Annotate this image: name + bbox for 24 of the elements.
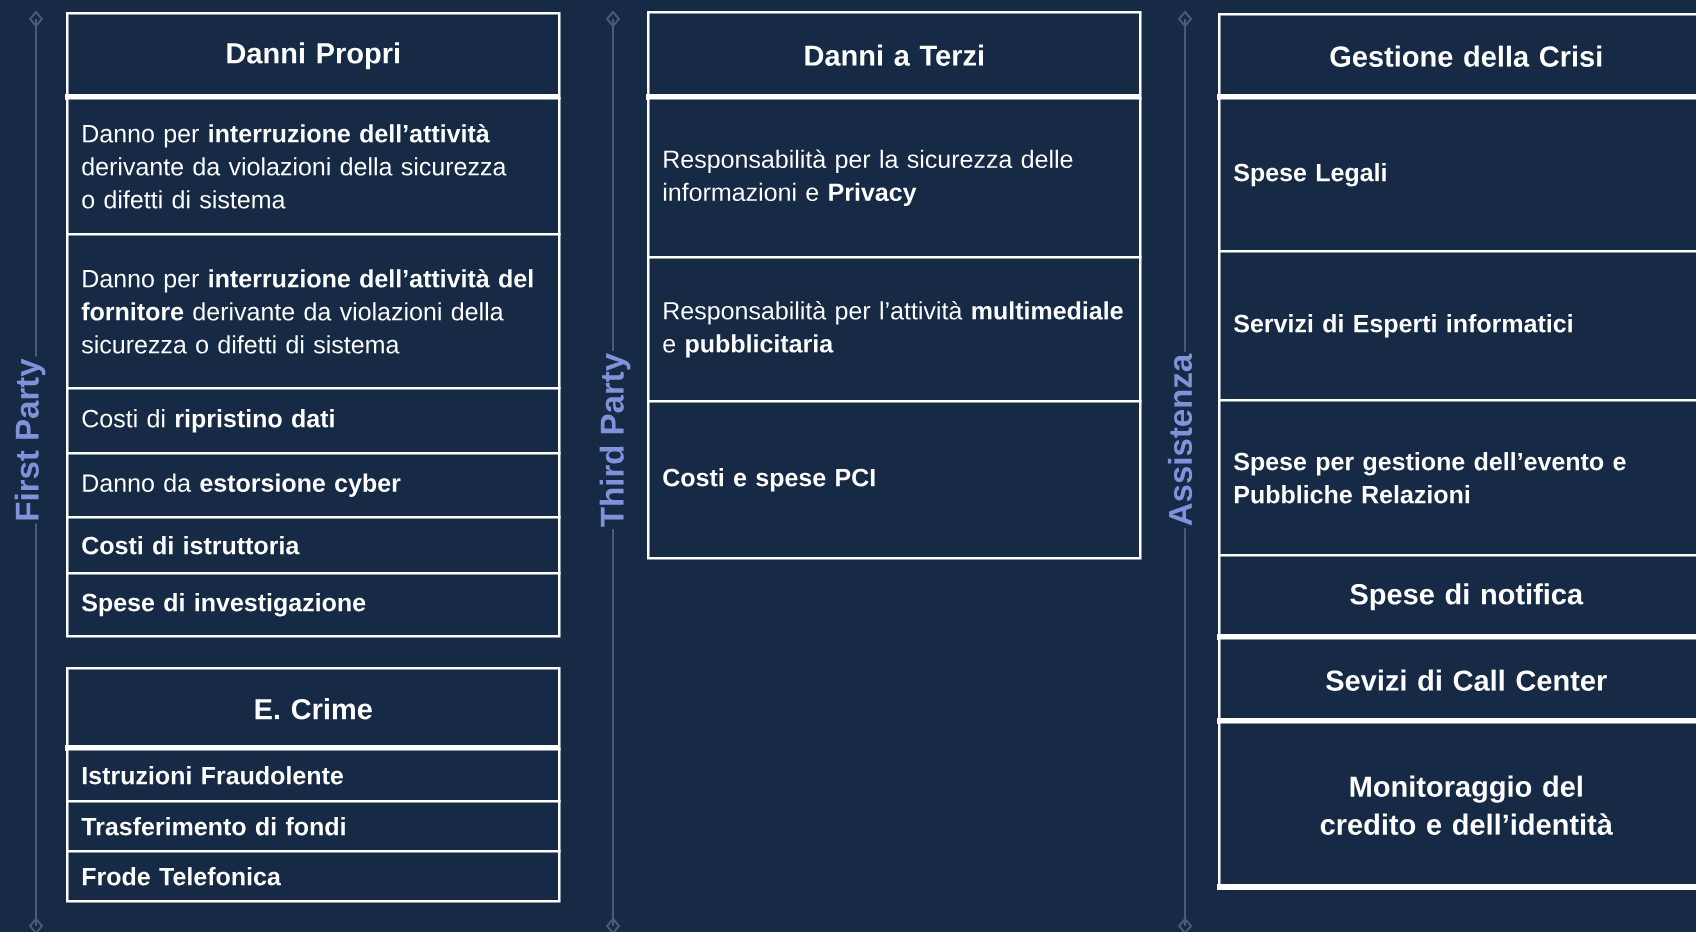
table-cell: Sevizi di Call Center xyxy=(1218,637,1696,724)
table-cell: Costi di istruttoria xyxy=(66,516,561,575)
table-cell: Spese per gestione dell’evento e Pubbliche Relazioni xyxy=(1218,399,1696,557)
side-label: First Party xyxy=(12,356,48,524)
table-cell: Responsabilità per l’attività multimediale e pubblicitaria xyxy=(647,256,1142,403)
table-cell: Costi di ripristino dati xyxy=(66,387,561,455)
table-cell: Spese di investigazione xyxy=(66,572,561,638)
table-cell: Responsabilità per la sicurezza delle informazioni e Privacy xyxy=(647,97,1142,259)
side-label: Assistenza xyxy=(1165,351,1195,529)
table-cell: Servizi di Esperti informatici xyxy=(1218,250,1696,402)
table-header: Danni a Terzi xyxy=(647,11,1142,100)
table-cell: Costi e spese PCI xyxy=(647,400,1142,560)
table-cell: Spese di notifica xyxy=(1218,554,1696,640)
table-cell: Danno da estorsione cyber xyxy=(66,452,561,519)
table-cell: Spese Legali xyxy=(1218,97,1696,253)
table-cell: Frode Telefonica xyxy=(66,850,561,903)
table-header: Gestione della Crisi xyxy=(1218,13,1696,100)
table-header: Danni Propri xyxy=(66,12,561,100)
table-cell: Monitoraggio del credito e dell’identità xyxy=(1218,721,1696,890)
table-header: E. Crime xyxy=(66,667,561,751)
table-cell: Istruzioni Fraudolente xyxy=(66,748,561,803)
table-cell: Trasferimento di fondi xyxy=(66,800,561,853)
side-label: Third Party xyxy=(597,350,633,530)
table-cell: Danno per interruzione dell’attività derivante da violazioni della sicurezza o difetti di sistema xyxy=(66,97,561,236)
